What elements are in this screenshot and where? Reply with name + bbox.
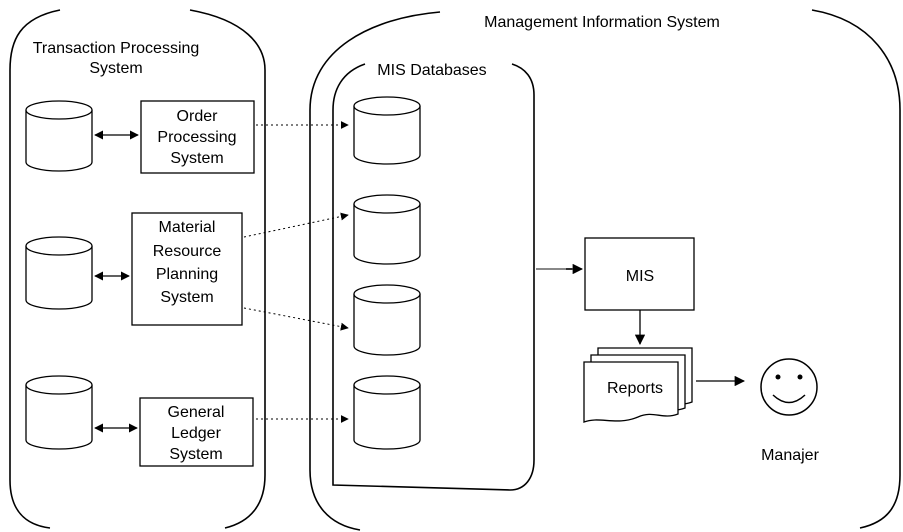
- mis-container: [309, 9, 901, 531]
- mis-database-1: [353, 96, 421, 165]
- mis-database-3: [353, 284, 421, 356]
- tps-database-2: [25, 236, 93, 310]
- mis-title: Management Information System: [484, 14, 720, 31]
- tps-container: [9, 9, 266, 529]
- gl-line3: System: [169, 446, 222, 463]
- manager-label: Manajer: [761, 447, 819, 464]
- order-processing-box: [140, 100, 255, 174]
- mis-databases-title: MIS Databases: [377, 62, 486, 79]
- gl-line2: Ledger: [171, 425, 221, 442]
- mrp-line4: System: [160, 289, 213, 306]
- tps-database-1: [25, 100, 93, 172]
- general-ledger-box: [139, 397, 254, 467]
- mis-box-label: MIS: [626, 268, 654, 285]
- mis-box: [584, 237, 695, 311]
- reports-documents: [583, 347, 693, 423]
- reports-label: Reports: [607, 380, 663, 397]
- mrp-line1: Material: [159, 219, 216, 236]
- tps-title-line1: Transaction Processing: [33, 40, 200, 57]
- order-line2: Processing: [157, 129, 236, 146]
- mrp-line2: Resource: [153, 243, 222, 260]
- order-line3: System: [170, 150, 223, 167]
- mis-database-4: [353, 375, 421, 450]
- order-line1: Order: [177, 108, 219, 125]
- tps-title-line2: System: [89, 60, 142, 77]
- gl-line1: General: [168, 404, 225, 421]
- mrp-line3: Planning: [156, 266, 218, 283]
- manager-face-icon: [760, 358, 818, 416]
- tps-database-3: [25, 375, 93, 450]
- mrp-system-box: [131, 212, 243, 326]
- mis-databases-container: [332, 63, 535, 491]
- mis-database-2: [353, 194, 421, 265]
